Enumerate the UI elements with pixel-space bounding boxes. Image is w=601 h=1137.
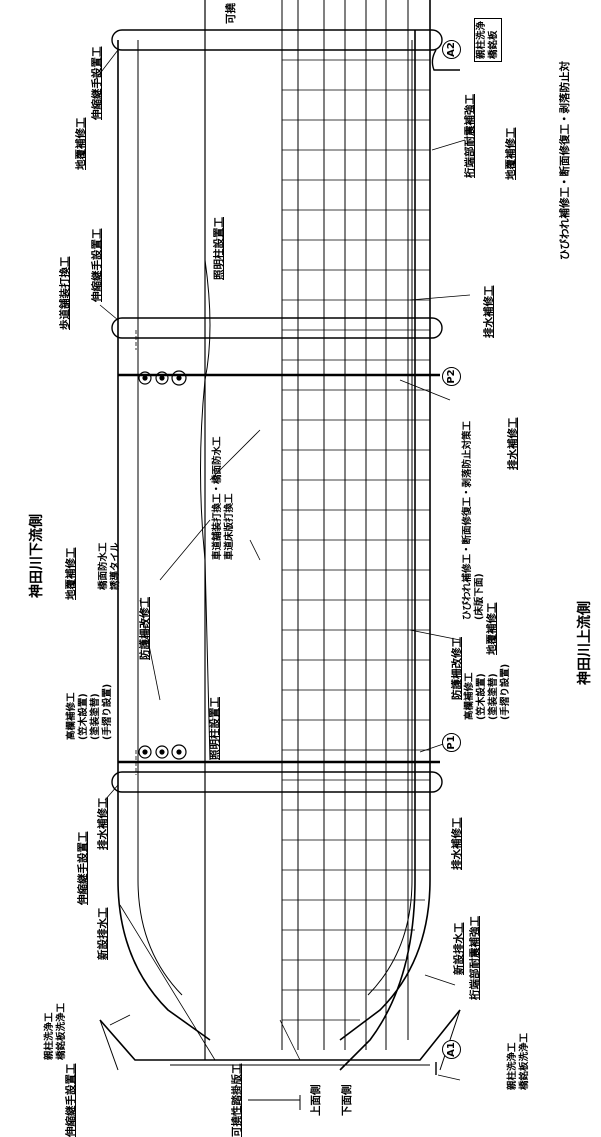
curb-repair-label-1: 地覆補修工 <box>65 547 77 601</box>
downstream-side-title: 神田川下流側 <box>29 514 45 598</box>
railing-group-label-top: 高欄補修工 (笠木設置) (塗装塗替) (手摺り設置) <box>66 683 113 740</box>
curb-repair-label-4: 地覆補修工 <box>505 127 517 181</box>
top-face-label: 上面側 <box>310 1084 322 1117</box>
leader-lines <box>94 49 471 1081</box>
expansion-joint-label-3: 伸縮継手設置工 <box>91 46 103 121</box>
new-drainage-label-bottom: 新設排水工 <box>453 922 465 976</box>
crack-repair-label-1: ひびわれ補修工・断面修復工・剥落防止対策工 (床版下面) <box>462 420 485 620</box>
guard-fence-label-1: 防護柵改修工 <box>139 597 151 660</box>
drainage-repair-label-3: 排水補修工 <box>483 285 495 339</box>
lower-curb-line-inner <box>367 40 413 996</box>
expansion-joint-label-bl: 伸縮継手設置工 <box>65 1063 77 1137</box>
grating-label: 可撓性踏掛版工 <box>231 1063 243 1137</box>
parent-pillar-label-bl: 親柱洗浄工 橋銘板洗浄工 <box>507 1032 530 1090</box>
girder-end-seismic-label-1: 桁端部耐震補強工 <box>469 916 481 1000</box>
lighting-poles <box>138 370 187 760</box>
crack-repair-label-2: ひびわれ補修工・断面修復工・剥落防止対 <box>559 61 571 260</box>
drainage-repair-label-2: 排水補修工 <box>507 417 519 471</box>
expansion-joints <box>111 29 443 793</box>
new-drainage-label-top: 新設排水工 <box>97 907 109 961</box>
upper-curb-line-inner <box>137 40 183 996</box>
abutment-a1-marker: A1 <box>442 1040 461 1059</box>
abutment-a1 <box>99 1009 461 1061</box>
abutment-a2-marker: A2 <box>442 40 461 59</box>
top-right-cut-label: 可撓 <box>225 3 237 24</box>
roadway-paving-label: 車道舗装打換工・橋面防水工 車道床版打換工 <box>212 436 235 560</box>
bridge-structure <box>99 0 461 1110</box>
sidewalk-waterproof-label: 橋面防水工 誘導タイル <box>98 542 121 590</box>
main-girders <box>281 0 409 1050</box>
sidewalk-paving-label: 歩道舗装打換工 <box>59 256 71 331</box>
curb-repair-label-2: 地覆補修工 <box>75 117 87 171</box>
lower-curb-line <box>339 0 431 1041</box>
curb-repair-label-3: 地覆補修工 <box>486 602 498 656</box>
expansion-joint-label-2: 伸縮継手設置工 <box>91 228 103 303</box>
parent-pillar-label-tl: 親柱洗浄工 橋銘板洗浄工 <box>44 1002 67 1060</box>
upper-curb-line <box>117 40 211 1041</box>
upstream-side-title: 神田川上流側 <box>577 601 593 685</box>
guard-fence-label-2: 防護柵改修工 <box>451 637 463 700</box>
lighting-pole-label-1: 照明柱設置工 <box>209 697 221 760</box>
expansion-joint-label-1: 伸縮継手設置工 <box>77 831 89 906</box>
railing-group-label-bottom: 高欄補修工 (笠木設置) (塗装塗替) (手摺り設置) <box>464 663 511 720</box>
lighting-pole-label-2: 照明柱設置工 <box>213 217 225 280</box>
drainage-pipe <box>339 30 416 1071</box>
bottom-face-label: 下面側 <box>341 1084 353 1117</box>
pier-p1-marker: P1 <box>442 733 461 752</box>
girder-end-seismic-label-2: 桁端部耐震補強工 <box>464 94 476 178</box>
drainage-repair-label-top: 排水補修工 <box>97 797 109 851</box>
parent-pillar-label-tr: 親柱洗浄 橋銘板 <box>474 17 502 62</box>
drainage-repair-label-1: 排水補修工 <box>451 817 463 871</box>
pier-p2-marker: P2 <box>442 367 461 386</box>
